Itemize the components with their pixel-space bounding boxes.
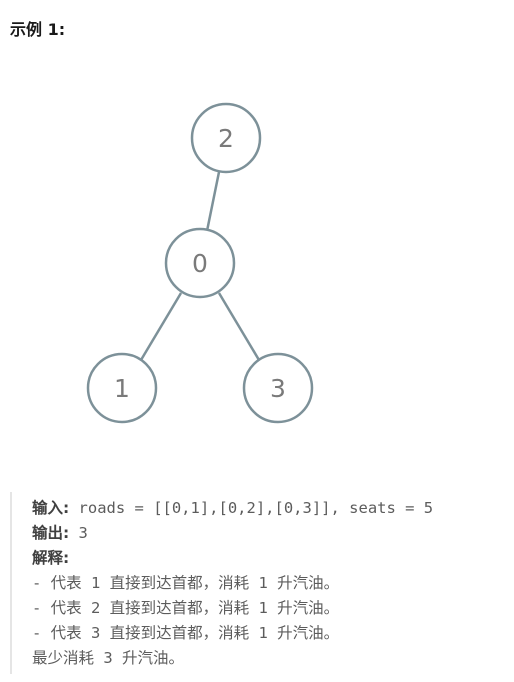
tree-node-1: 1	[86, 352, 158, 424]
output-value: 3	[69, 524, 88, 542]
input-value: roads = [[0,1],[0,2],[0,3]], seats = 5	[69, 499, 434, 517]
explanation-text: - 代表 3 直接到达首都，消耗 1 升汽油。	[32, 624, 340, 642]
explanation-text: 最少消耗 3 升汽油。	[32, 649, 184, 667]
tree-diagram: 2 0 1 3	[86, 102, 314, 424]
input-line: 输入: roads = [[0,1],[0,2],[0,3]], seats =…	[32, 496, 433, 521]
node-label: 3	[270, 374, 286, 403]
example-heading: 示例 1:	[10, 20, 66, 39]
node-label: 1	[114, 374, 130, 403]
explanation-label: 解释:	[32, 549, 70, 567]
explanation-text: - 代表 1 直接到达首都，消耗 1 升汽油。	[32, 574, 340, 592]
edge-2-0	[205, 171, 221, 232]
tree-node-0: 0	[164, 227, 236, 299]
input-label: 输入:	[32, 499, 70, 517]
tree-node-2: 2	[190, 102, 262, 174]
tree-node-3: 3	[242, 352, 314, 424]
edge-0-1	[139, 292, 183, 361]
example-block: 输入: roads = [[0,1],[0,2],[0,3]], seats =…	[10, 492, 510, 674]
node-label: 2	[218, 124, 234, 153]
explanation-text: - 代表 2 直接到达首都，消耗 1 升汽油。	[32, 599, 340, 617]
explanation-line: 解释:	[32, 546, 69, 571]
output-label: 输出:	[32, 524, 70, 542]
node-label: 0	[192, 249, 208, 278]
output-line: 输出: 3	[32, 521, 88, 546]
edge-0-3	[217, 292, 261, 361]
